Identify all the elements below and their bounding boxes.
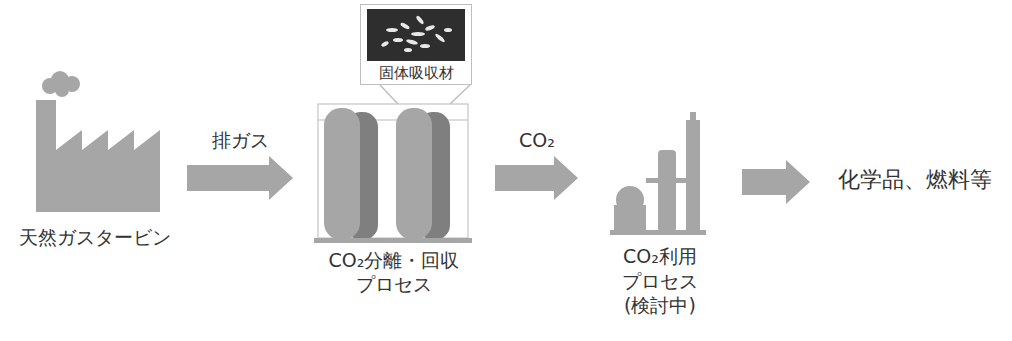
plant-icon — [610, 112, 706, 235]
output-node: 化学品、燃料等 — [822, 158, 1008, 202]
process-node: CO₂分離・回収 プロセス — [305, 95, 483, 297]
block-arrow — [742, 160, 810, 204]
node-label: CO₂分離・回収 プロセス — [305, 248, 483, 297]
node-label: 固体吸収材 — [377, 64, 456, 82]
node-label: 天然ガスタービン — [19, 225, 171, 250]
absorbent-photo — [367, 9, 465, 61]
block-arrow — [495, 156, 578, 200]
arrow-label: 排ガス — [212, 129, 269, 152]
callout-box: 固体吸収材 — [360, 4, 472, 85]
node-label: 化学品、燃料等 — [838, 166, 992, 195]
callout-leader — [380, 85, 470, 104]
block-arrow — [187, 156, 293, 200]
process-node: CO₂利用 プロセス (検討中) — [590, 130, 730, 318]
absorber-towers — [314, 104, 472, 243]
node-label: CO₂利用 プロセス (検討中) — [590, 244, 730, 318]
arrow-label: CO₂ — [519, 129, 555, 152]
factory-icon — [36, 71, 160, 212]
factory-node: 天然ガスタービン — [15, 90, 175, 250]
